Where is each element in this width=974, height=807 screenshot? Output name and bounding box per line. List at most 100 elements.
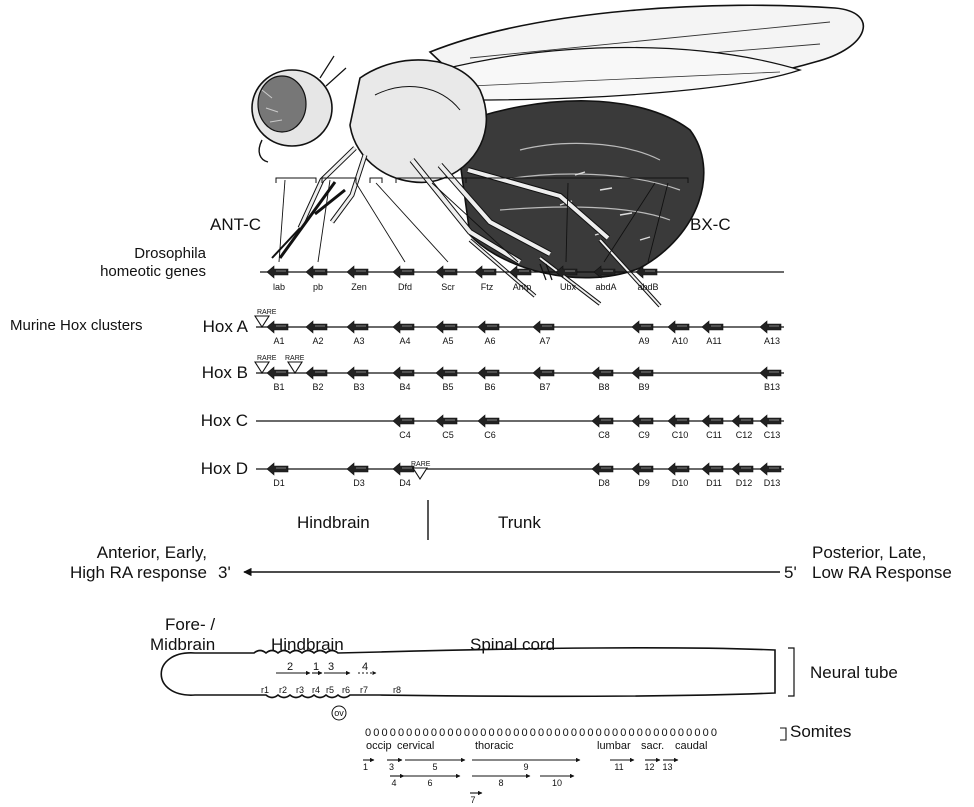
dros-dfd-gene-arrow bbox=[393, 266, 414, 278]
gene-c6: C6 bbox=[484, 430, 496, 440]
c4-gene-arrow bbox=[393, 415, 414, 427]
otic-vesicle-label: ov bbox=[334, 708, 344, 718]
rhombomere-r3: r3 bbox=[296, 685, 304, 695]
a4-gene-arrow bbox=[393, 321, 414, 333]
neural-tube-bracket bbox=[788, 648, 794, 696]
paralog-label: 1 bbox=[363, 762, 368, 772]
gene-d9: D9 bbox=[638, 478, 650, 488]
rhombomere-r7: r7 bbox=[360, 685, 368, 695]
paralog-label: 12 bbox=[644, 762, 654, 772]
b4-gene-arrow bbox=[393, 367, 414, 379]
dros-scr-gene-arrow bbox=[436, 266, 457, 278]
paralog-domain-4: 4 bbox=[390, 776, 404, 788]
gene-b6: B6 bbox=[484, 382, 495, 392]
gene-d12: D12 bbox=[736, 478, 753, 488]
a13-gene-arrow bbox=[760, 321, 781, 333]
murine-hox-clusters: Hox AA1A2A3A4A5A6A7A9A10A11A13Hox BB1B2B… bbox=[201, 317, 784, 488]
gene-b4: B4 bbox=[399, 382, 410, 392]
dros-pb-gene-arrow bbox=[306, 266, 327, 278]
gene-a6: A6 bbox=[484, 336, 495, 346]
dros-gene-zen: Zen bbox=[351, 282, 367, 292]
cluster-hox-b: Hox BB1B2B3B4B5B6B7B8B9B13 bbox=[202, 363, 784, 392]
five-prime-label: 5' bbox=[784, 563, 797, 582]
paralog-label: 9 bbox=[523, 762, 528, 772]
gene-a7: A7 bbox=[539, 336, 550, 346]
cluster-name: Hox A bbox=[203, 317, 249, 336]
b5-gene-arrow bbox=[436, 367, 457, 379]
c9-gene-arrow bbox=[632, 415, 653, 427]
c6-gene-arrow bbox=[478, 415, 499, 427]
b6-gene-arrow bbox=[478, 367, 499, 379]
gene-c13: C13 bbox=[764, 430, 781, 440]
d9-gene-arrow bbox=[632, 463, 653, 475]
paralog-domain-11: 11 bbox=[610, 760, 634, 772]
svg-text:RARE: RARE bbox=[285, 355, 305, 362]
a1-gene-arrow bbox=[267, 321, 288, 333]
gene-c11: C11 bbox=[706, 430, 722, 440]
dros-lab-gene-arrow bbox=[267, 266, 288, 278]
cluster-name: Hox D bbox=[201, 459, 248, 478]
murine-hox-label: Murine Hox clusters bbox=[10, 317, 143, 334]
gene-d11: D11 bbox=[706, 478, 722, 488]
three-prime-label: 3' bbox=[218, 563, 231, 582]
paralog-label: 3 bbox=[389, 762, 394, 772]
region-sacr: sacr. bbox=[641, 740, 664, 752]
gene-d10: D10 bbox=[672, 478, 689, 488]
cluster-name: Hox B bbox=[202, 363, 248, 382]
gene-b7: B7 bbox=[539, 382, 550, 392]
gene-b5: B5 bbox=[442, 382, 453, 392]
rhombomere-r2: r2 bbox=[279, 685, 287, 695]
b9-gene-arrow bbox=[632, 367, 653, 379]
c10-gene-arrow bbox=[668, 415, 689, 427]
region-cervical: cervical bbox=[397, 740, 434, 752]
drosophila-label: Drosophila bbox=[134, 245, 206, 262]
gene-c12: C12 bbox=[736, 430, 753, 440]
paralog-domain-12: 12 bbox=[644, 760, 660, 772]
rare-hox-d4: RARE bbox=[411, 461, 431, 479]
d8-gene-arrow bbox=[592, 463, 613, 475]
paralog-domain-3: 3 bbox=[387, 760, 402, 772]
paralog-label: 11 bbox=[614, 762, 623, 772]
c8-gene-arrow bbox=[592, 415, 613, 427]
dros-gene-abdb: abdB bbox=[637, 282, 658, 292]
paralog-label: 4 bbox=[391, 778, 396, 788]
svg-text:RARE: RARE bbox=[257, 309, 277, 316]
paralog-label: 8 bbox=[498, 778, 503, 788]
paralog-label: 5 bbox=[432, 762, 437, 772]
gene-d1: D1 bbox=[273, 478, 285, 488]
somite-row: 0000000000000000000000000000000000000000… bbox=[365, 727, 717, 739]
b8-gene-arrow bbox=[592, 367, 613, 379]
d10-gene-arrow bbox=[668, 463, 689, 475]
svg-text:RARE: RARE bbox=[257, 355, 277, 362]
gene-c5: C5 bbox=[442, 430, 454, 440]
a3-gene-arrow bbox=[347, 321, 368, 333]
paralog-label: 10 bbox=[552, 778, 562, 788]
hb-domain-3: 3 bbox=[328, 661, 334, 673]
dros-gene-scr: Scr bbox=[441, 282, 455, 292]
b7-gene-arrow bbox=[533, 367, 554, 379]
dros-gene-antp: Antp bbox=[513, 282, 532, 292]
dros-gene-dfd: Dfd bbox=[398, 282, 412, 292]
dros-gene-lab: lab bbox=[273, 282, 285, 292]
gene-b1: B1 bbox=[273, 382, 284, 392]
gene-c10: C10 bbox=[672, 430, 689, 440]
homeotic-genes-label: homeotic genes bbox=[100, 263, 206, 280]
paralog-domain-6: 6 bbox=[400, 776, 460, 788]
somites-bracket bbox=[780, 728, 786, 740]
b13-gene-arrow bbox=[760, 367, 781, 379]
trunk-label: Trunk bbox=[498, 513, 541, 532]
neural-tube-outline bbox=[161, 648, 775, 698]
gene-a2: A2 bbox=[312, 336, 323, 346]
midbrain-label: Midbrain bbox=[150, 635, 215, 654]
gene-a5: A5 bbox=[442, 336, 453, 346]
dros-zen-gene-arrow bbox=[347, 266, 368, 278]
paralog-label: 7 bbox=[470, 795, 475, 805]
gene-d13: D13 bbox=[764, 478, 781, 488]
hb-domain-1: 1 bbox=[313, 661, 319, 673]
gene-d8: D8 bbox=[598, 478, 610, 488]
paralog-domain-8: 8 bbox=[472, 776, 530, 788]
b1-gene-arrow bbox=[267, 367, 288, 379]
region-thoracic: thoracic bbox=[475, 740, 514, 752]
